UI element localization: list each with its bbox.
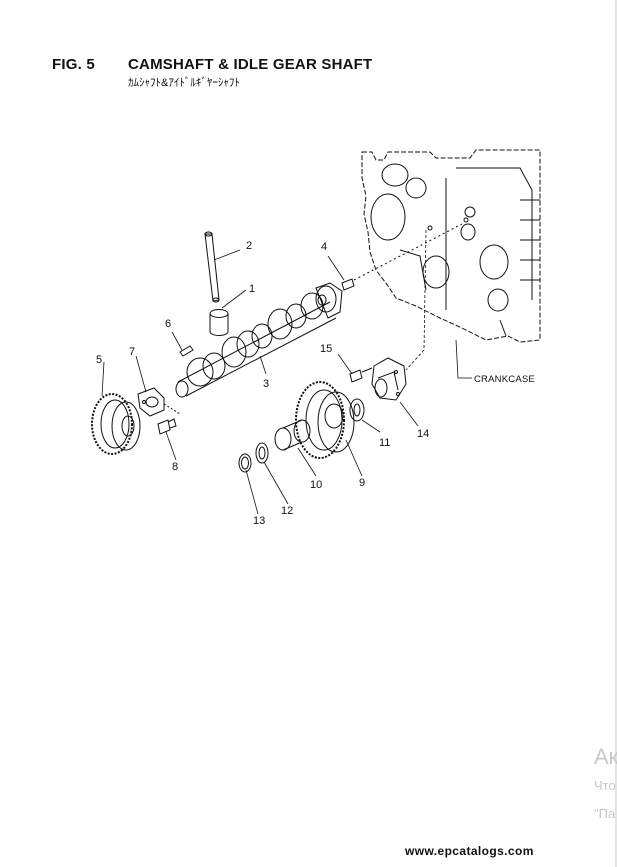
crankcase-label: CRANKCASE xyxy=(474,374,535,385)
figure-number: FIG. 5 xyxy=(52,56,95,73)
overlay-text-line-1: Ак xyxy=(594,744,617,769)
push-rod xyxy=(204,231,220,303)
camshaft-gear xyxy=(91,393,141,455)
page-edge xyxy=(615,0,617,867)
bolt-8 xyxy=(157,418,177,435)
overlay-text-line-2: Что xyxy=(594,778,616,793)
tappet xyxy=(209,309,229,336)
thrust-plate xyxy=(137,387,181,417)
callout-2: 2 xyxy=(246,240,253,252)
callout-12: 12 xyxy=(281,505,294,517)
camshaft xyxy=(175,282,343,398)
washer-12 xyxy=(255,442,269,464)
leader-lines xyxy=(101,229,472,515)
thrust-washer-11 xyxy=(349,398,365,422)
crankcase-block xyxy=(361,149,541,343)
set-screw xyxy=(341,223,463,291)
callout-14: 14 xyxy=(417,428,430,440)
callout-4: 4 xyxy=(321,241,328,253)
snap-ring-13 xyxy=(238,453,252,473)
callout-9: 9 xyxy=(359,477,366,489)
callout-3: 3 xyxy=(263,378,270,390)
callout-7: 7 xyxy=(129,346,136,358)
callout-10: 10 xyxy=(310,479,323,491)
figure-subtitle-katakana: ｶﾑｼｬﾌﾄ&ｱｲﾄﾞﾙｷﾞﾔｰｼｬﾌﾄ xyxy=(128,77,240,89)
footer-website: www.epcatalogs.com xyxy=(405,844,534,858)
callout-13: 13 xyxy=(253,515,266,527)
bushing xyxy=(274,419,311,451)
idle-gear-shaft xyxy=(371,357,407,401)
callout-5: 5 xyxy=(96,354,103,366)
figure-title: CAMSHAFT & IDLE GEAR SHAFT xyxy=(128,56,373,73)
callout-15: 15 xyxy=(320,343,333,355)
callout-6: 6 xyxy=(165,318,172,330)
idle-gear xyxy=(295,381,355,459)
callout-11: 11 xyxy=(379,437,391,449)
overlay-text-line-3: "Па xyxy=(594,806,616,821)
bolt-15 xyxy=(349,367,373,383)
key xyxy=(179,345,194,357)
callout-8: 8 xyxy=(172,461,179,473)
callout-1: 1 xyxy=(249,283,256,295)
